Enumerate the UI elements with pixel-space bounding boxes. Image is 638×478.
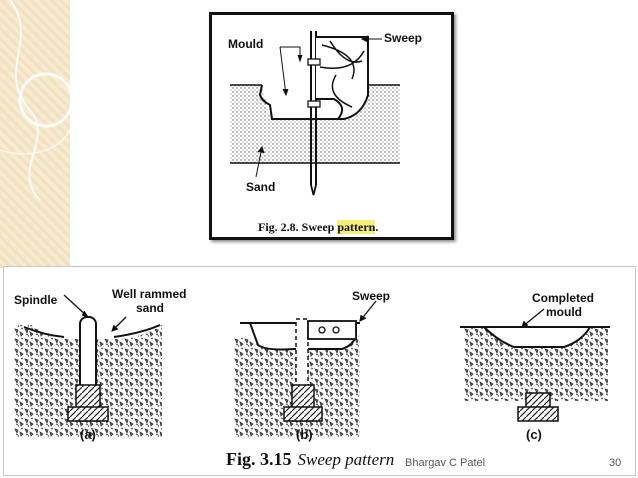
sweep-label-bottom: Sweep [352,289,391,303]
sublabel-b: (b) [296,427,313,442]
completed-label-line2: mould [546,305,582,319]
figure-caption-bottom: Fig. 3.15 Sweep pattern [226,449,394,470]
decorative-sidebar [0,0,70,268]
sidebar-swirl-icon [0,0,70,201]
mould-label: Mould [228,37,264,51]
sweep-steps-diagram [14,294,610,437]
sublabel-a: (a) [80,427,96,442]
caption-highlight: pattern [337,220,376,234]
caption-fig-number: Fig. 3.15 [226,449,292,469]
sand-label: Sand [246,180,276,194]
sweep-label: Sweep [384,31,423,45]
caption-end: . [375,220,379,234]
sweep-pattern-figure-bottom: Spindle Well rammed sand Sweep Completed… [3,266,636,476]
sweep-pattern-figure-top: Mould Sweep Sand Fig. 2.8. Sweep pattern… [209,12,454,240]
completed-label-line1: Completed [532,291,595,305]
figure-caption-top: Fig. 2.8. Sweep pattern. [258,220,378,235]
well-rammed-label-line1: Well rammed [112,287,187,301]
caption-prefix: Fig. 2.8. Sweep [258,220,335,234]
caption-fig-text: Sweep pattern [297,450,395,469]
well-rammed-label-line2: sand [136,301,165,315]
spindle-label: Spindle [14,293,58,307]
sweep-pattern-diagram [230,31,400,196]
footer-author: Bhargav C Patel [405,457,486,469]
footer-page-number: 30 [609,457,622,469]
sublabel-c: (c) [526,427,542,442]
